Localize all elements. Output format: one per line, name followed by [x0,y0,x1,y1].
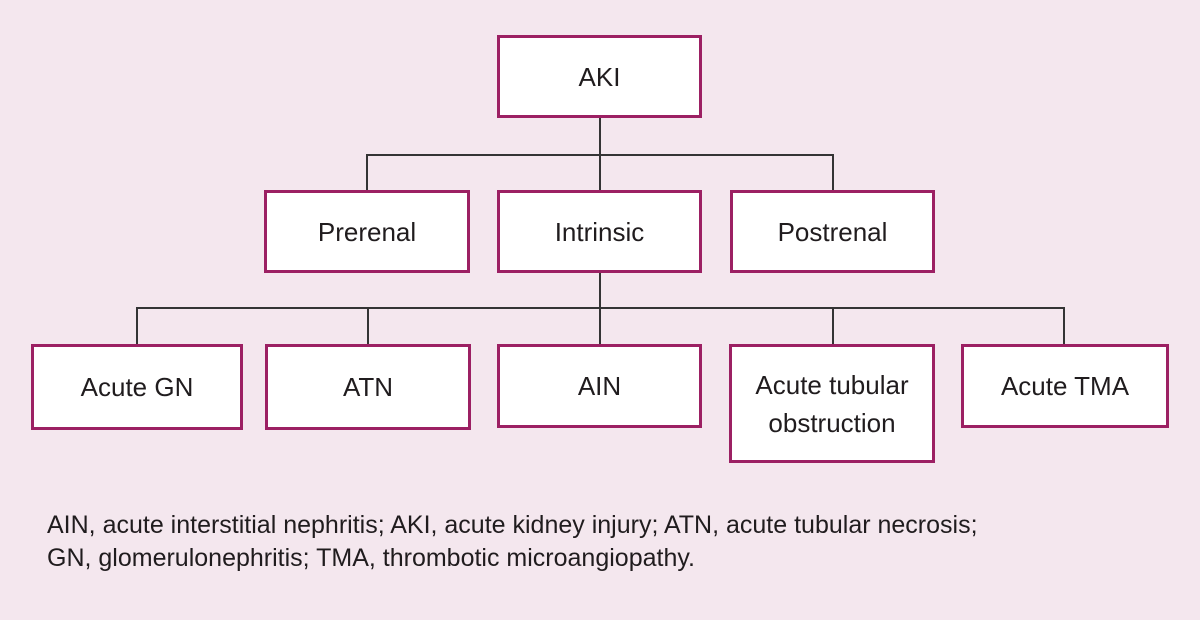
node-intrinsic: Intrinsic [497,190,702,273]
connector-drop-ain [599,307,601,344]
node-atn-label: ATN [342,372,394,402]
node-acute-gn-label: Acute GN [80,372,194,402]
legend-line-1: AIN, acute interstitial nephritis; AKI, … [47,511,978,539]
connector-drop-prerenal [366,154,368,190]
abbreviation-legend: AIN, acute interstitial nephritis; AKI, … [47,509,978,575]
node-ain-label: AIN [577,371,622,401]
node-acute-tubular-obstruction-label: Acute tubular obstruction [755,369,909,438]
node-acute-tma: Acute TMA [961,344,1169,428]
node-prerenal: Prerenal [264,190,470,273]
node-postrenal-label: Postrenal [777,216,888,247]
node-prerenal-label: Prerenal [317,216,417,247]
connector-level2-horizontal [366,154,834,156]
node-acute-gn: Acute GN [31,344,243,430]
node-intrinsic-label: Intrinsic [554,216,645,247]
node-acute-tubular-obstruction: Acute tubular obstruction [729,344,935,463]
legend-line-2: GN, glomerulonephritis; TMA, thrombotic … [47,544,695,572]
connector-drop-atn [367,307,369,344]
node-aki-label: AKI [578,61,621,92]
connector-drop-acute-gn [136,307,138,344]
connector-drop-postrenal [832,154,834,190]
node-aki: AKI [497,35,702,118]
connector-drop-acute-tma [1063,307,1065,344]
connector-drop-acute-tubular-obstruction [832,307,834,344]
node-postrenal: Postrenal [730,190,935,273]
node-acute-tma-label: Acute TMA [1000,371,1130,401]
connector-intrinsic-to-level3 [599,273,601,308]
node-ain: AIN [497,344,702,428]
node-atn: ATN [265,344,471,430]
